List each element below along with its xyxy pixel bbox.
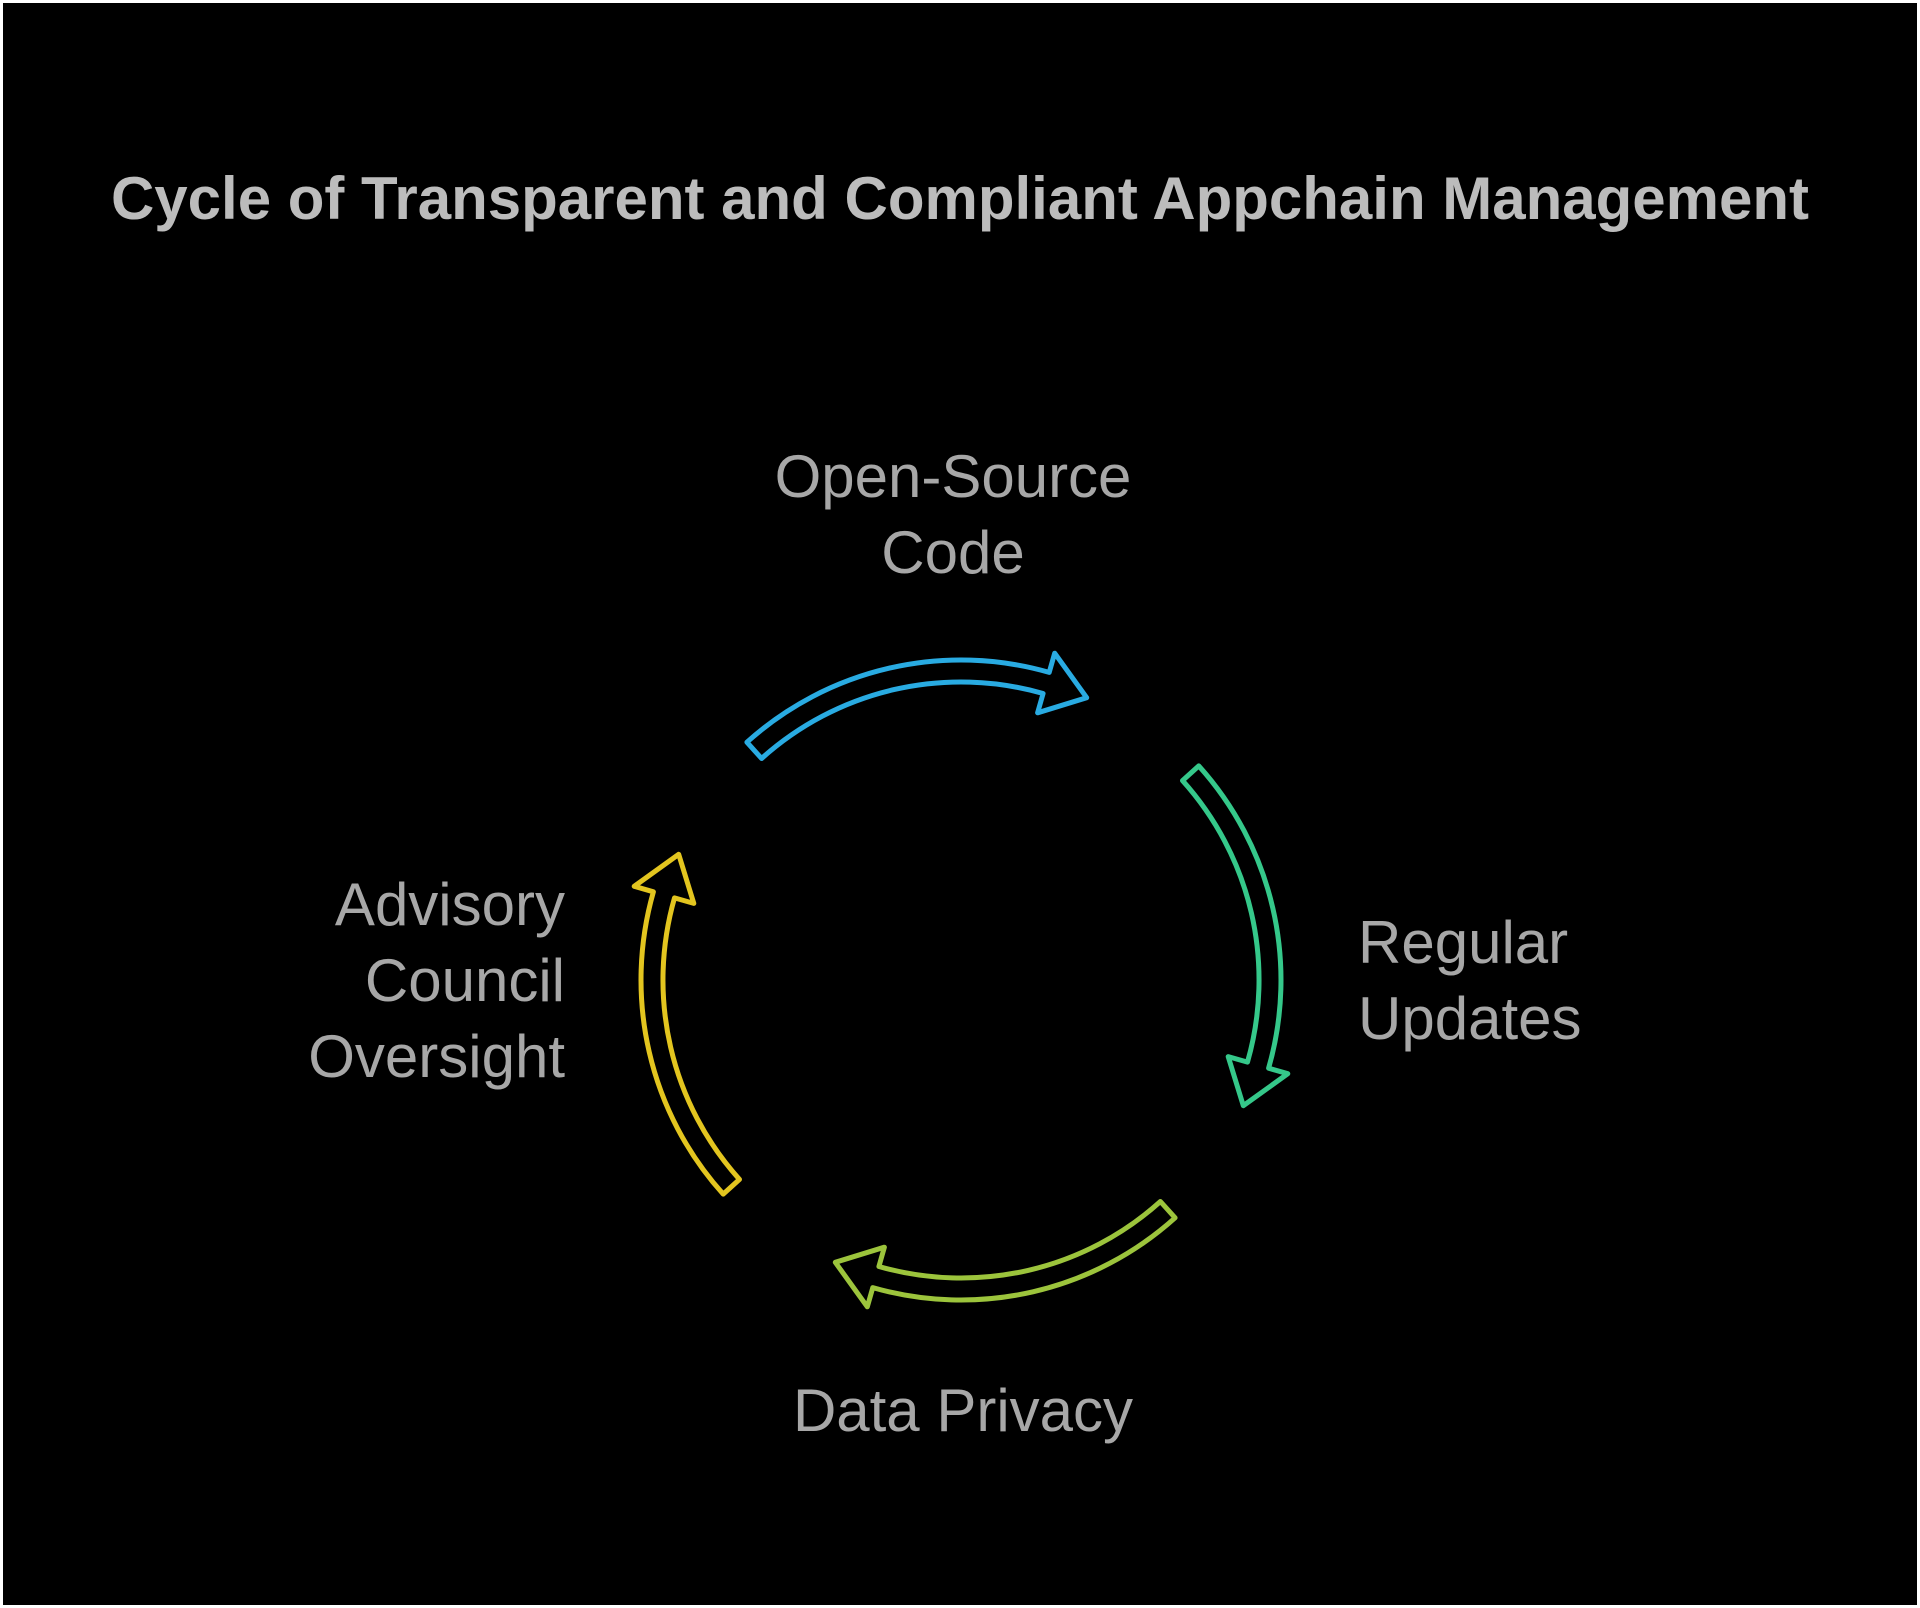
cycle-arrows [631,650,1291,1310]
step-label-advisory-council-oversight: Advisory Council Oversight [308,871,565,1090]
diagram-canvas: Cycle of Transparent and Compliant Appch… [3,3,1917,1605]
diagram-title: Cycle of Transparent and Compliant Appch… [110,165,1810,232]
step-label-open-source-code: Open-Source Code [774,443,1132,586]
step-label-data-privacy: Data Privacy [792,1377,1134,1444]
arrow-regular-updates [1180,763,1291,1109]
step-label-regular-updates: Regular Updates [1358,909,1582,1052]
arrow-advisory-council-oversight [631,851,742,1197]
arrow-data-privacy [832,1199,1178,1310]
arrow-open-source-code [744,650,1090,761]
